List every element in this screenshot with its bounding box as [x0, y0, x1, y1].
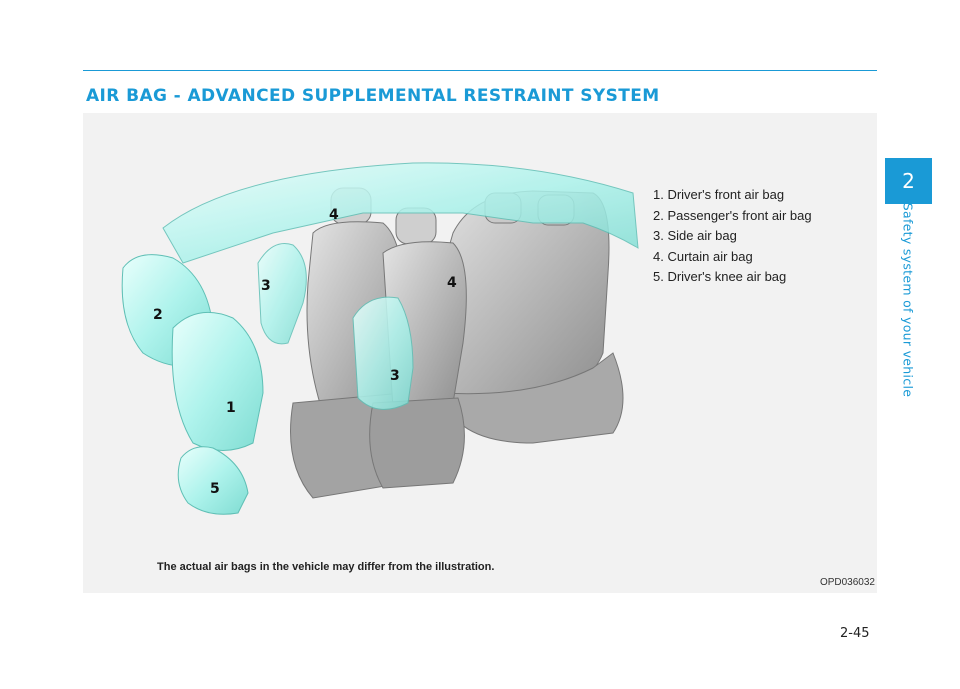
image-code: OPD036032 — [819, 577, 875, 588]
header-rule — [83, 70, 877, 71]
figure-caption: The actual air bags in the vehicle may d… — [157, 561, 495, 573]
knee-airbag — [177, 446, 249, 515]
callout-1: 1 — [226, 400, 236, 416]
legend-item: 3. Side air bag — [653, 228, 737, 243]
legend-item: 1. Driver's front air bag — [653, 187, 785, 202]
legend-item: 5. Driver's knee air bag — [653, 269, 787, 284]
figure-panel: 1 2 3 3 4 4 5 1. Driver's front air bag … — [83, 113, 877, 593]
side-airbag-passenger — [352, 296, 414, 410]
curtain-airbag — [162, 162, 639, 264]
callout-3-front: 3 — [261, 278, 271, 294]
airbag-legend: 1. Driver's front air bag 2. Passenger's… — [653, 185, 812, 288]
driver-front-airbag — [171, 311, 264, 451]
page-number: 2-45 — [840, 626, 870, 641]
callout-5: 5 — [210, 481, 220, 497]
legend-item: 4. Curtain air bag — [653, 248, 753, 264]
section-title: AIR BAG - ADVANCED SUPPLEMENTAL RESTRAIN… — [86, 86, 660, 106]
side-airbag-front — [257, 243, 307, 345]
callout-4-right: 4 — [447, 275, 457, 291]
callout-4-left: 4 — [329, 207, 339, 223]
callout-2: 2 — [153, 307, 163, 323]
chapter-title: Safety system of your vehicle — [900, 202, 916, 398]
airbag-illustration: 1 2 3 3 4 4 5 — [121, 162, 639, 515]
callout-3-passenger: 3 — [390, 368, 400, 384]
legend-item: 2. Passenger's front air bag — [653, 207, 812, 223]
chapter-number-tab: 2 — [885, 158, 932, 204]
